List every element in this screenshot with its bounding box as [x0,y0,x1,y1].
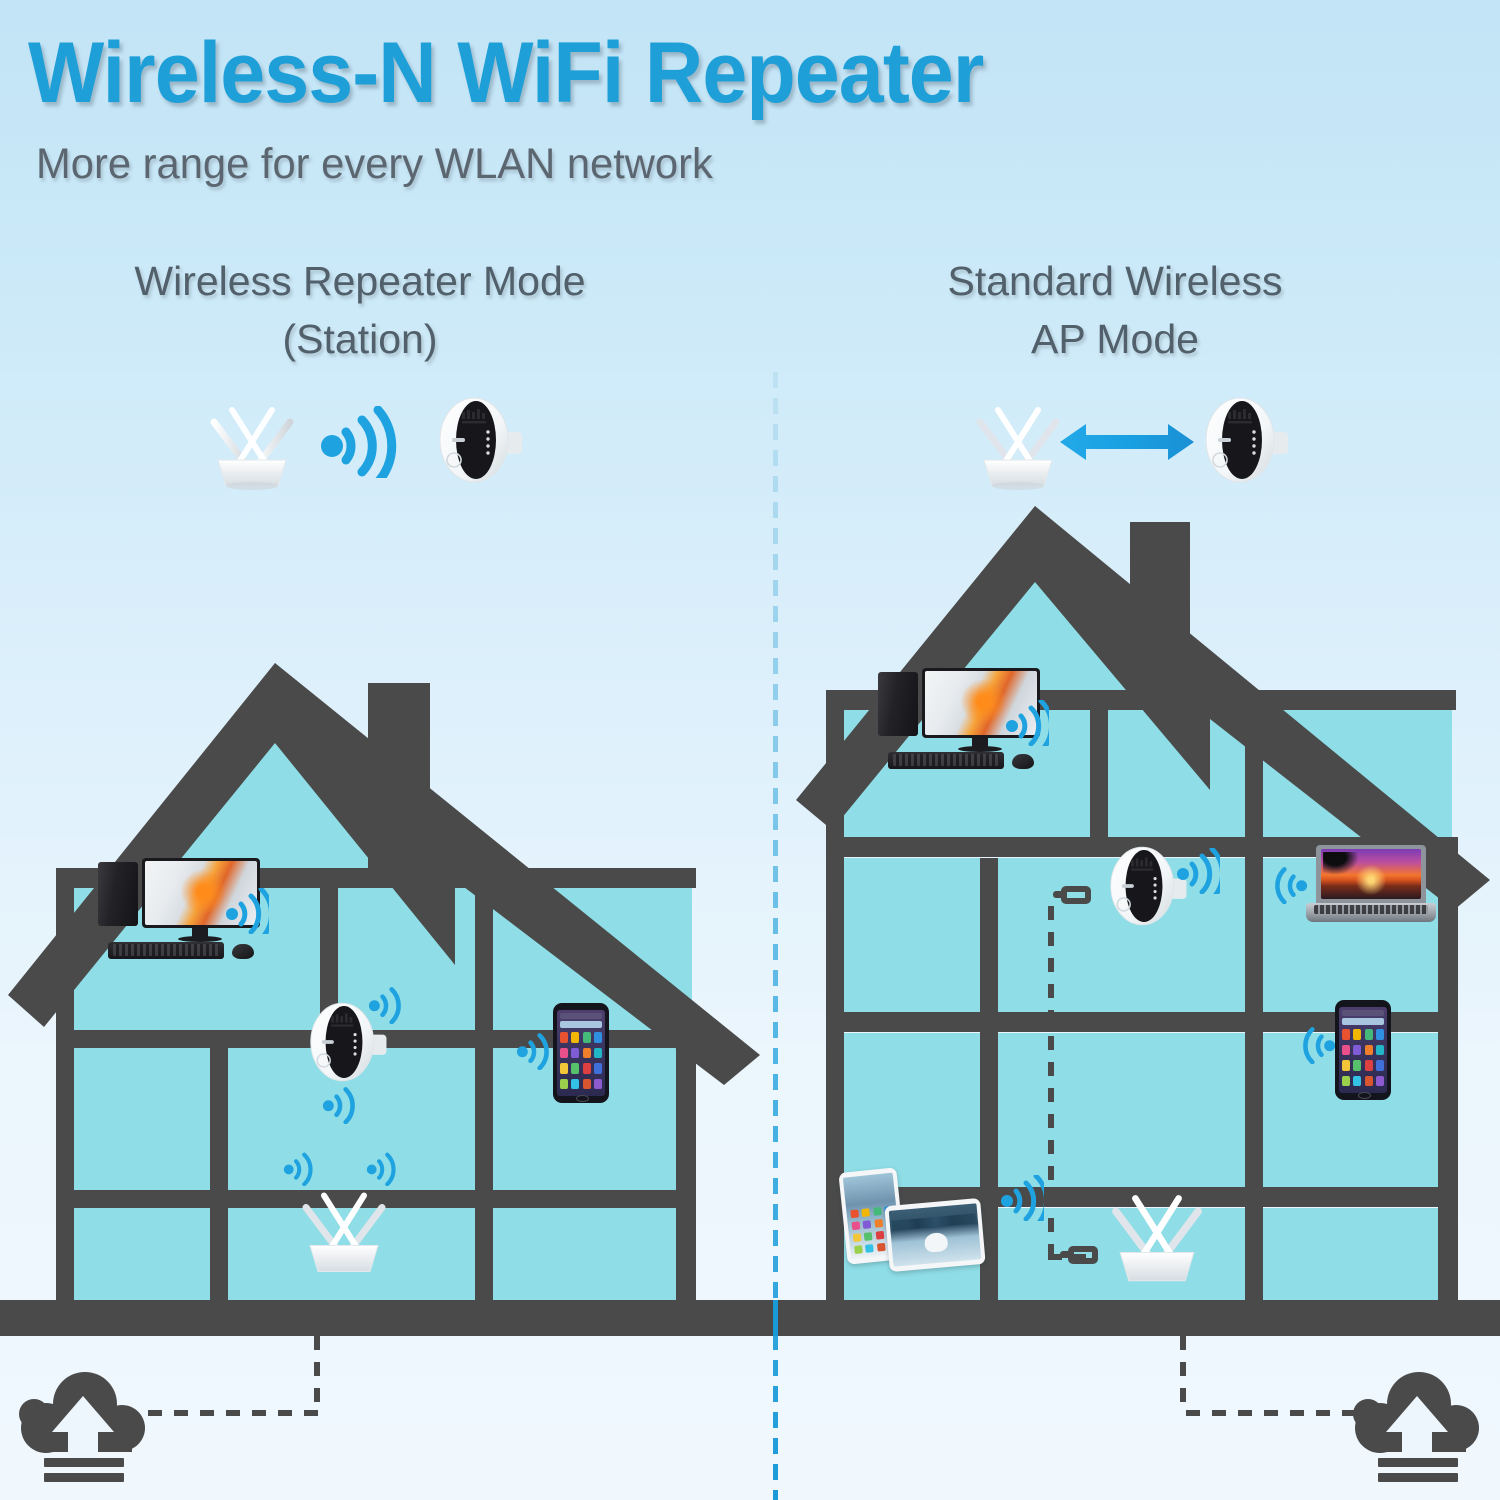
internet-link-dashed [148,1410,320,1416]
page-subtitle: More range for every WLAN network [36,140,713,188]
wifi-signal-icon [283,1152,313,1186]
page-title: Wireless-N WiFi Repeater [28,25,984,121]
wifi-signal-icon [1303,1027,1336,1064]
router-icon [302,1192,386,1272]
wifi-repeater-icon [310,1002,387,1082]
tablets [838,1167,986,1276]
router-icon [1112,1195,1202,1282]
laptop [1306,845,1436,923]
ground-line [0,1300,1500,1336]
wifi-signal-icon [322,1087,355,1124]
smartphone [1335,1000,1391,1100]
bidirectional-arrow-icon [1060,424,1194,460]
ethernet-cable [1048,906,1054,1260]
internet-link-dashed [1180,1336,1186,1414]
left-heading-line2: (Station) [282,316,438,363]
wifi-repeater-icon [1205,397,1288,483]
wifi-signal-icon [1006,700,1049,746]
right-panel-heading: Standard Wireless AP Mode [900,252,1330,368]
ethernet-connector-icon [1053,886,1093,904]
smartphone [553,1003,609,1103]
wifi-signal-icon [368,987,401,1024]
tablet-landscape [884,1197,986,1273]
internet-link-dashed [1186,1410,1356,1416]
wifi-signal-icon [516,1033,549,1070]
wifi-signal-icon [226,888,269,934]
desktop-computer [872,668,1052,772]
ethernet-connector-icon [1060,1246,1100,1264]
wifi-signal-icon [321,406,397,478]
wifi-repeater-icon [1110,846,1187,926]
wifi-signal-icon [1001,1175,1044,1221]
wifi-signal-icon [366,1152,396,1186]
right-heading-line2: AP Mode [1031,316,1199,363]
left-heading-line1: Wireless Repeater Mode [134,258,586,304]
router-icon [976,407,1060,490]
left-house-cutaway [8,663,760,1310]
left-panel-heading: Wireless Repeater Mode (Station) [110,252,610,368]
panel-divider-ground-segment [773,1300,778,1336]
panel-divider [773,372,778,1500]
desktop-computer [92,858,272,962]
internet-cloud-icon [19,1372,145,1482]
wifi-signal-icon [1275,867,1308,904]
wifi-repeater-icon [439,397,522,483]
internet-cloud-icon [1353,1372,1479,1482]
router-icon [210,407,294,490]
internet-link-dashed [314,1336,320,1414]
wifi-signal-icon [1177,848,1220,894]
right-heading-line1: Standard Wireless [947,258,1283,304]
